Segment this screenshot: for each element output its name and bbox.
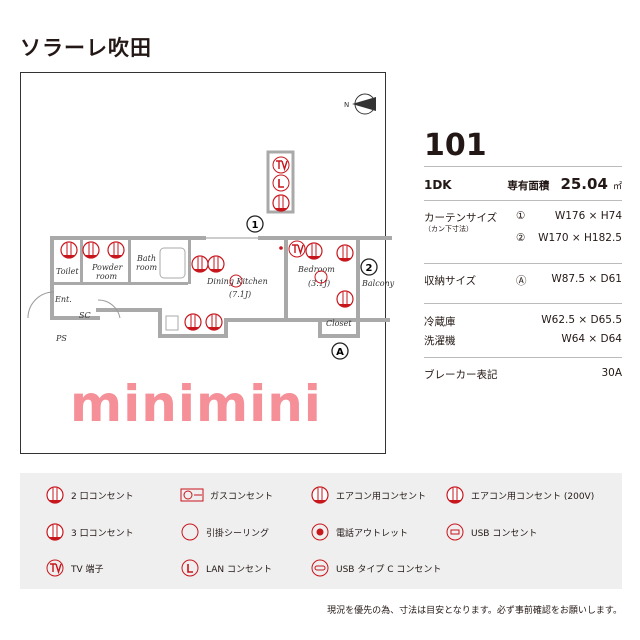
ac-200v-outlet-icon — [446, 486, 464, 504]
outlet-3-icon — [46, 523, 64, 541]
legend-item: エアコン用コンセント (200V) — [445, 484, 594, 506]
curtain-2-size: W170 × H182.5 — [538, 232, 622, 244]
lan-outlet-icon — [181, 559, 199, 577]
room-label-bath-2: room — [136, 263, 157, 272]
room-label-bedroom: Bedroom — [297, 265, 335, 274]
area-value: 25.04 — [560, 175, 608, 193]
disclaimer-note: 現況を優先の為、寸法は目安となります。必ず事前確認をお願いします。 — [327, 606, 622, 616]
legend-item: 引掛シーリング — [180, 521, 269, 543]
room-label-sc: SC — [79, 311, 91, 320]
svg-text:A: A — [336, 347, 344, 358]
legend-item: 3 口コンセント — [45, 521, 134, 543]
divider — [424, 166, 622, 167]
breaker-value: 30A — [601, 367, 622, 379]
storage-size: W87.5 × D61 — [551, 273, 622, 285]
room-label-dk: Dining Kitchen — [206, 277, 268, 286]
room-label-bath: Bath — [136, 254, 156, 263]
curtain-marker-2: 2 — [360, 258, 378, 276]
legend-item: LAN コンセント — [180, 557, 272, 579]
room-label-ps: PS — [55, 334, 67, 343]
usb-outlet-icon — [446, 523, 464, 541]
legend: 2 口コンセント ガスコンセント エアコン用コンセント エアコン用コンセント (… — [20, 473, 622, 589]
walls — [50, 150, 392, 338]
compass-icon: N — [344, 93, 376, 115]
legend-item: TV 端子 — [45, 557, 104, 579]
tv-terminal-icon — [46, 559, 64, 577]
curtain-label: カーテンサイズ — [424, 212, 498, 224]
storage-marker-a: A — [331, 342, 349, 360]
divider — [424, 303, 622, 304]
watermark: minimini — [70, 375, 322, 433]
tv-terminal-icon — [272, 156, 290, 174]
curtain-sublabel: （カン下寸法） — [424, 225, 473, 233]
area-label: 専有面積 — [507, 180, 550, 192]
layout-area-row: 1DK 専有面積 25.04 ㎡ — [424, 174, 622, 193]
outlet-2-icon — [46, 486, 64, 504]
outlet-icons — [60, 156, 354, 331]
tv-terminal-icon — [288, 240, 306, 258]
svg-text:2: 2 — [366, 263, 373, 274]
legend-item: USB タイプ C コンセント — [310, 557, 441, 579]
floor-plan — [20, 72, 386, 454]
legend-item: USB コンセント — [445, 521, 537, 543]
phone-outlet-icon — [311, 523, 329, 541]
lan-outlet-icon — [272, 174, 290, 192]
usb-c-outlet-icon — [311, 559, 329, 577]
fridge-label: 冷蔵庫 — [424, 316, 456, 328]
breaker-label: ブレーカー表記 — [424, 369, 498, 381]
svg-text:N: N — [344, 101, 349, 109]
washer-label: 洗濯機 — [424, 335, 456, 347]
unit-number: 101 — [424, 128, 487, 163]
room-size-bedroom: (3.1J) — [308, 279, 330, 288]
room-label-entrance: Ent. — [54, 295, 72, 304]
washer-size: W64 × D64 — [561, 333, 622, 345]
storage-label: 収納サイズ — [424, 275, 477, 287]
divider — [424, 357, 622, 358]
curtain-marker-1: 1 — [246, 215, 264, 233]
legend-item: エアコン用コンセント — [310, 484, 426, 506]
room-label-toilet: Toilet — [56, 267, 79, 276]
curtain-1-mark: ① — [516, 210, 526, 222]
svg-text:1: 1 — [252, 220, 259, 231]
divider — [424, 200, 622, 201]
divider — [424, 263, 622, 264]
fridge-size: W62.5 × D65.5 — [541, 314, 622, 326]
ac-outlet-icon — [311, 486, 329, 504]
area-unit: ㎡ — [612, 182, 622, 192]
room-size-dk: (7.1J) — [229, 290, 251, 299]
ceiling-hook-icon — [181, 523, 199, 541]
legend-item: 2 口コンセント — [45, 484, 134, 506]
storage-mark: Ⓐ — [516, 275, 527, 287]
legend-item: 電話アウトレット — [310, 521, 408, 543]
floor-plan-drawing: N Toilet Powder room Bath room Dining Ki… — [27, 93, 395, 360]
room-label-powder-2: room — [96, 272, 117, 281]
property-title: ソラーレ吹田 — [20, 36, 152, 60]
room-label-balcony: Balcony — [361, 279, 395, 288]
curtain-1-size: W176 × H74 — [554, 210, 622, 222]
room-label-closet: Closet — [326, 319, 352, 328]
curtain-2-mark: ② — [516, 232, 526, 244]
room-label-powder: Powder — [91, 263, 124, 272]
gas-outlet-icon — [180, 488, 204, 502]
legend-item: ガスコンセント — [180, 484, 273, 506]
layout-type: 1DK — [424, 178, 452, 192]
